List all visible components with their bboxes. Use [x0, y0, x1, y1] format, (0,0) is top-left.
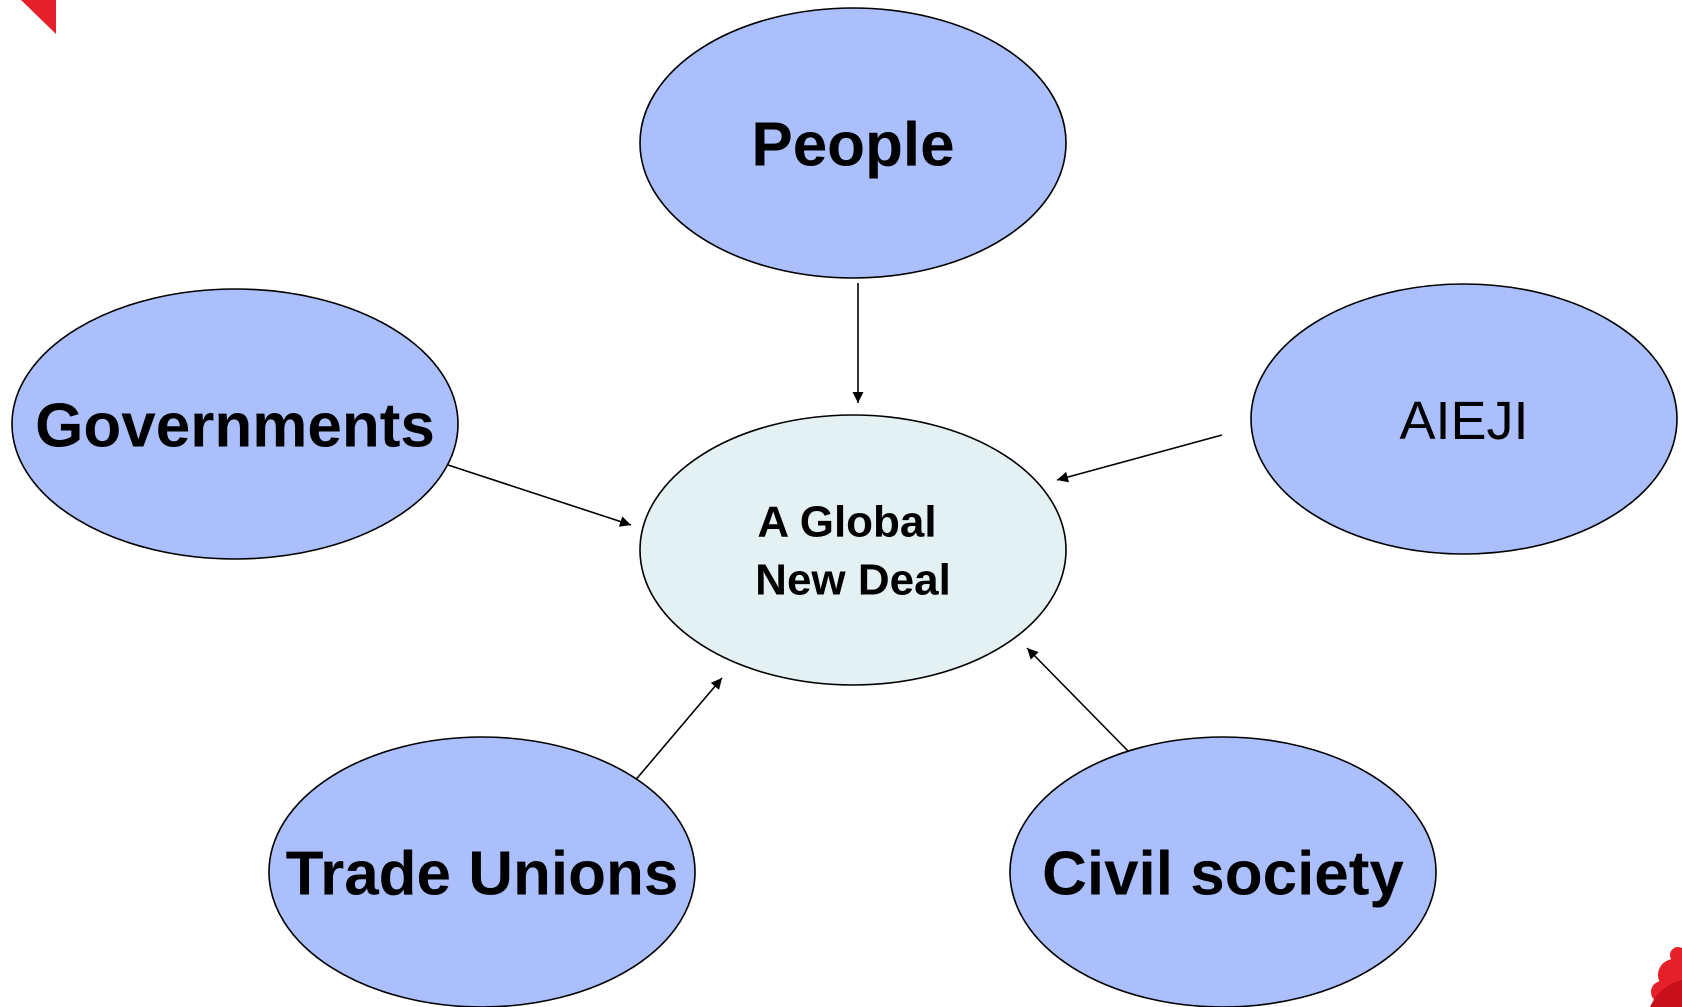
arrow-aieji-to-center [1056, 434, 1223, 483]
node-civil-society-label: Civil society [1042, 840, 1404, 909]
node-trade-unions-label: Trade Unions [286, 840, 679, 909]
node-civil-society: Civil society [1009, 736, 1437, 1007]
node-people-label: People [751, 111, 954, 180]
node-aieji: AIEJI [1250, 283, 1678, 555]
node-aieji-label: AIEJI [1399, 391, 1528, 451]
node-governments-shape [11, 288, 459, 560]
node-people: People [639, 7, 1067, 279]
arrow-trade-unions-to-center [632, 677, 723, 784]
center-node-shape [639, 414, 1067, 686]
arrow-civil-society-to-center [1026, 647, 1131, 754]
corner-triangle-icon [21, 0, 56, 34]
rose-logo-icon [1650, 947, 1682, 1007]
arrow-governments-to-center [447, 464, 632, 527]
center-node: A Global New Deal [639, 414, 1067, 686]
node-aieji-shape [1250, 283, 1678, 555]
node-governments: Governments [11, 288, 459, 560]
node-people-shape [639, 7, 1067, 279]
node-civil-society-shape [1009, 736, 1437, 1007]
node-trade-unions: Trade Unions [268, 736, 696, 1007]
center-node-label-line2: New Deal [755, 556, 951, 605]
node-trade-unions-shape [268, 736, 696, 1007]
center-node-label-line1: A Global [757, 498, 936, 547]
node-governments-label: Governments [35, 392, 435, 461]
